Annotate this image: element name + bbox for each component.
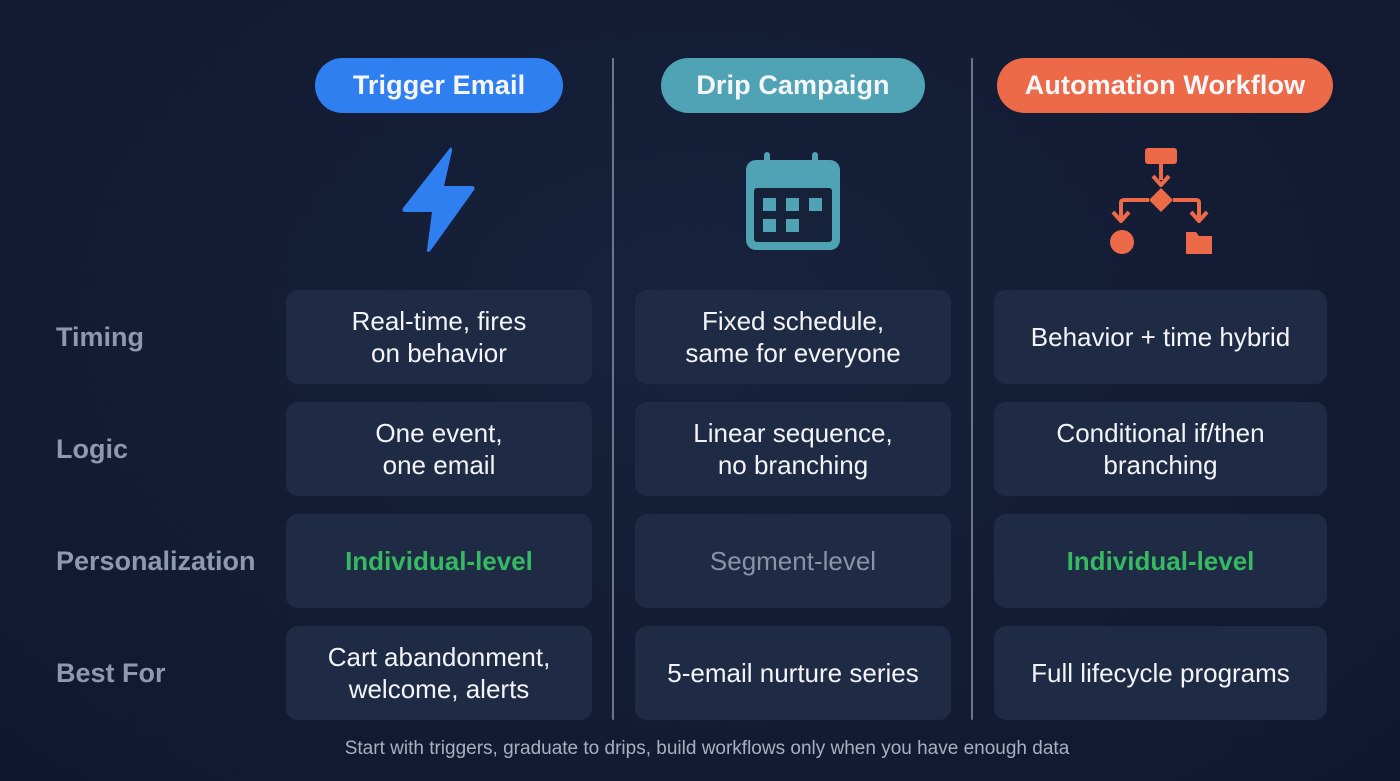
lightning-bolt-icon: [400, 146, 478, 256]
cell-drip-logic: Linear sequence, no branching: [635, 402, 951, 496]
cell-trigger-logic: One event, one email: [286, 402, 592, 496]
header-drip-campaign: Drip Campaign: [661, 58, 925, 113]
column-divider: [612, 58, 614, 720]
cell-workflow-best-for: Full lifecycle programs: [994, 626, 1327, 720]
cell-trigger-personalization: Individual-level: [286, 514, 592, 608]
row-label-timing: Timing: [56, 321, 145, 352]
row-label-logic: Logic: [56, 433, 128, 464]
cell-trigger-best-for: Cart abandonment, welcome, alerts: [286, 626, 592, 720]
cell-trigger-timing: Real-time, fires on behavior: [286, 290, 592, 384]
header-trigger-email: Trigger Email: [315, 58, 563, 113]
cell-workflow-personalization: Individual-level: [994, 514, 1327, 608]
footer-caption: Start with triggers, graduate to drips, …: [344, 738, 1070, 759]
header-automation-workflow: Automation Workflow: [997, 58, 1333, 113]
cell-workflow-logic: Conditional if/then branching: [994, 402, 1327, 496]
cell-drip-best-for: 5-email nurture series: [635, 626, 951, 720]
calendar-icon: [744, 152, 842, 252]
column-divider: [971, 58, 973, 720]
row-label-best-for: Best For: [56, 657, 166, 688]
flowchart-icon: [1108, 148, 1214, 256]
cell-drip-personalization: Segment-level: [635, 514, 951, 608]
row-label-personalization: Personalization: [56, 545, 256, 576]
cell-workflow-timing: Behavior + time hybrid: [994, 290, 1327, 384]
cell-drip-timing: Fixed schedule, same for everyone: [635, 290, 951, 384]
